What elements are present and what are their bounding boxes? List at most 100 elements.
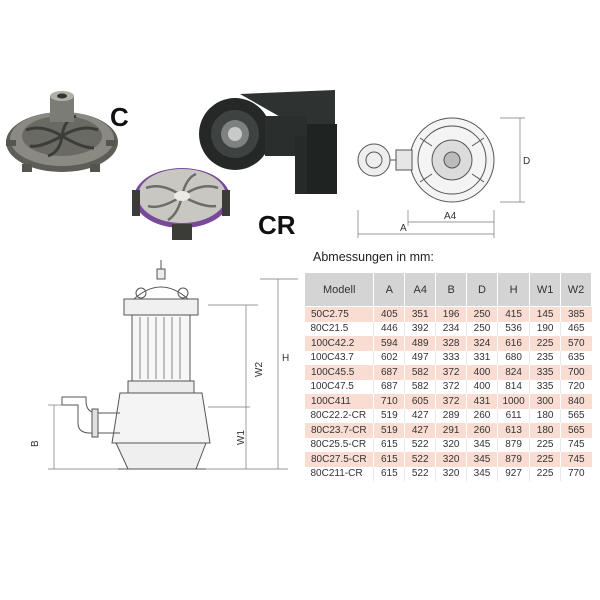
value-cell: 687 bbox=[373, 365, 405, 380]
column-header: H bbox=[496, 272, 531, 307]
value-cell: 328 bbox=[435, 336, 467, 351]
value-cell: 745 bbox=[560, 437, 592, 452]
model-cell: 80C27.5-CR bbox=[303, 452, 374, 467]
column-header: D bbox=[466, 272, 498, 307]
value-cell: 196 bbox=[435, 306, 467, 322]
value-cell: 180 bbox=[529, 423, 561, 438]
value-cell: 289 bbox=[435, 408, 467, 423]
value-cell: 700 bbox=[560, 365, 592, 380]
value-cell: 615 bbox=[373, 452, 405, 467]
top-view-drawing: D A4 A bbox=[357, 117, 530, 238]
dim-w1-label: W1 bbox=[236, 430, 247, 445]
value-cell: 225 bbox=[529, 466, 561, 481]
value-cell: 536 bbox=[496, 321, 530, 336]
value-cell: 145 bbox=[529, 306, 561, 322]
value-cell: 385 bbox=[560, 306, 592, 322]
value-cell: 427 bbox=[404, 408, 436, 423]
value-cell: 489 bbox=[404, 336, 436, 351]
value-cell: 1000 bbox=[496, 394, 530, 409]
value-cell: 234 bbox=[435, 321, 467, 336]
value-cell: 814 bbox=[496, 379, 530, 394]
value-cell: 392 bbox=[404, 321, 436, 336]
value-cell: 335 bbox=[529, 365, 561, 380]
impeller-c-label: C bbox=[110, 102, 129, 132]
value-cell: 300 bbox=[529, 394, 561, 409]
value-cell: 519 bbox=[373, 408, 405, 423]
value-cell: 594 bbox=[373, 336, 405, 351]
value-cell: 582 bbox=[404, 379, 436, 394]
model-cell: 100C43.7 bbox=[304, 350, 374, 365]
column-header: W1 bbox=[529, 272, 562, 307]
value-cell: 324 bbox=[466, 336, 498, 351]
value-cell: 879 bbox=[496, 437, 530, 452]
value-cell: 190 bbox=[529, 321, 561, 336]
column-header: Modell bbox=[303, 272, 375, 307]
table-title: Abmessungen in mm: bbox=[313, 250, 434, 264]
column-header: W2 bbox=[560, 272, 592, 307]
dim-h-label: H bbox=[282, 353, 289, 364]
value-cell: 345 bbox=[466, 452, 498, 467]
value-cell: 320 bbox=[435, 466, 467, 481]
dim-a-label: A bbox=[400, 223, 407, 234]
value-cell: 372 bbox=[435, 394, 467, 409]
value-cell: 519 bbox=[373, 423, 405, 438]
value-cell: 320 bbox=[435, 452, 467, 467]
value-cell: 291 bbox=[435, 423, 467, 438]
dim-d-label: D bbox=[523, 156, 530, 167]
impeller-cr-image bbox=[132, 168, 230, 240]
value-cell: 840 bbox=[560, 394, 592, 409]
value-cell: 400 bbox=[466, 365, 498, 380]
model-cell: 80C211-CR bbox=[304, 466, 374, 481]
value-cell: 250 bbox=[466, 321, 498, 336]
value-cell: 605 bbox=[404, 394, 436, 409]
value-cell: 405 bbox=[373, 306, 405, 322]
value-cell: 616 bbox=[496, 336, 530, 351]
value-cell: 824 bbox=[496, 365, 530, 380]
value-cell: 522 bbox=[404, 466, 436, 481]
value-cell: 225 bbox=[529, 336, 561, 351]
value-cell: 611 bbox=[496, 408, 530, 423]
model-cell: 80C23.7-CR bbox=[303, 423, 374, 438]
value-cell: 180 bbox=[529, 408, 561, 423]
value-cell: 770 bbox=[560, 466, 592, 481]
value-cell: 745 bbox=[560, 452, 592, 467]
value-cell: 720 bbox=[560, 379, 592, 394]
dim-b-label: B bbox=[30, 440, 41, 447]
value-cell: 372 bbox=[435, 379, 467, 394]
value-cell: 879 bbox=[496, 452, 530, 467]
value-cell: 250 bbox=[466, 306, 498, 322]
value-cell: 345 bbox=[466, 466, 498, 481]
model-cell: 100C411 bbox=[303, 394, 374, 409]
value-cell: 522 bbox=[404, 437, 436, 452]
value-cell: 446 bbox=[373, 321, 405, 336]
model-cell: 80C22.2-CR bbox=[304, 408, 374, 423]
pump-housing-image bbox=[199, 90, 337, 194]
value-cell: 225 bbox=[529, 452, 561, 467]
model-cell: 50C2.75 bbox=[303, 306, 374, 322]
value-cell: 427 bbox=[404, 423, 436, 438]
value-cell: 635 bbox=[560, 350, 592, 365]
dim-a4-label: A4 bbox=[444, 211, 457, 222]
value-cell: 225 bbox=[529, 437, 561, 452]
value-cell: 465 bbox=[560, 321, 592, 336]
value-cell: 710 bbox=[373, 394, 405, 409]
column-header: A4 bbox=[404, 272, 437, 307]
column-header: B bbox=[435, 272, 468, 307]
value-cell: 333 bbox=[435, 350, 467, 365]
value-cell: 565 bbox=[560, 423, 592, 438]
